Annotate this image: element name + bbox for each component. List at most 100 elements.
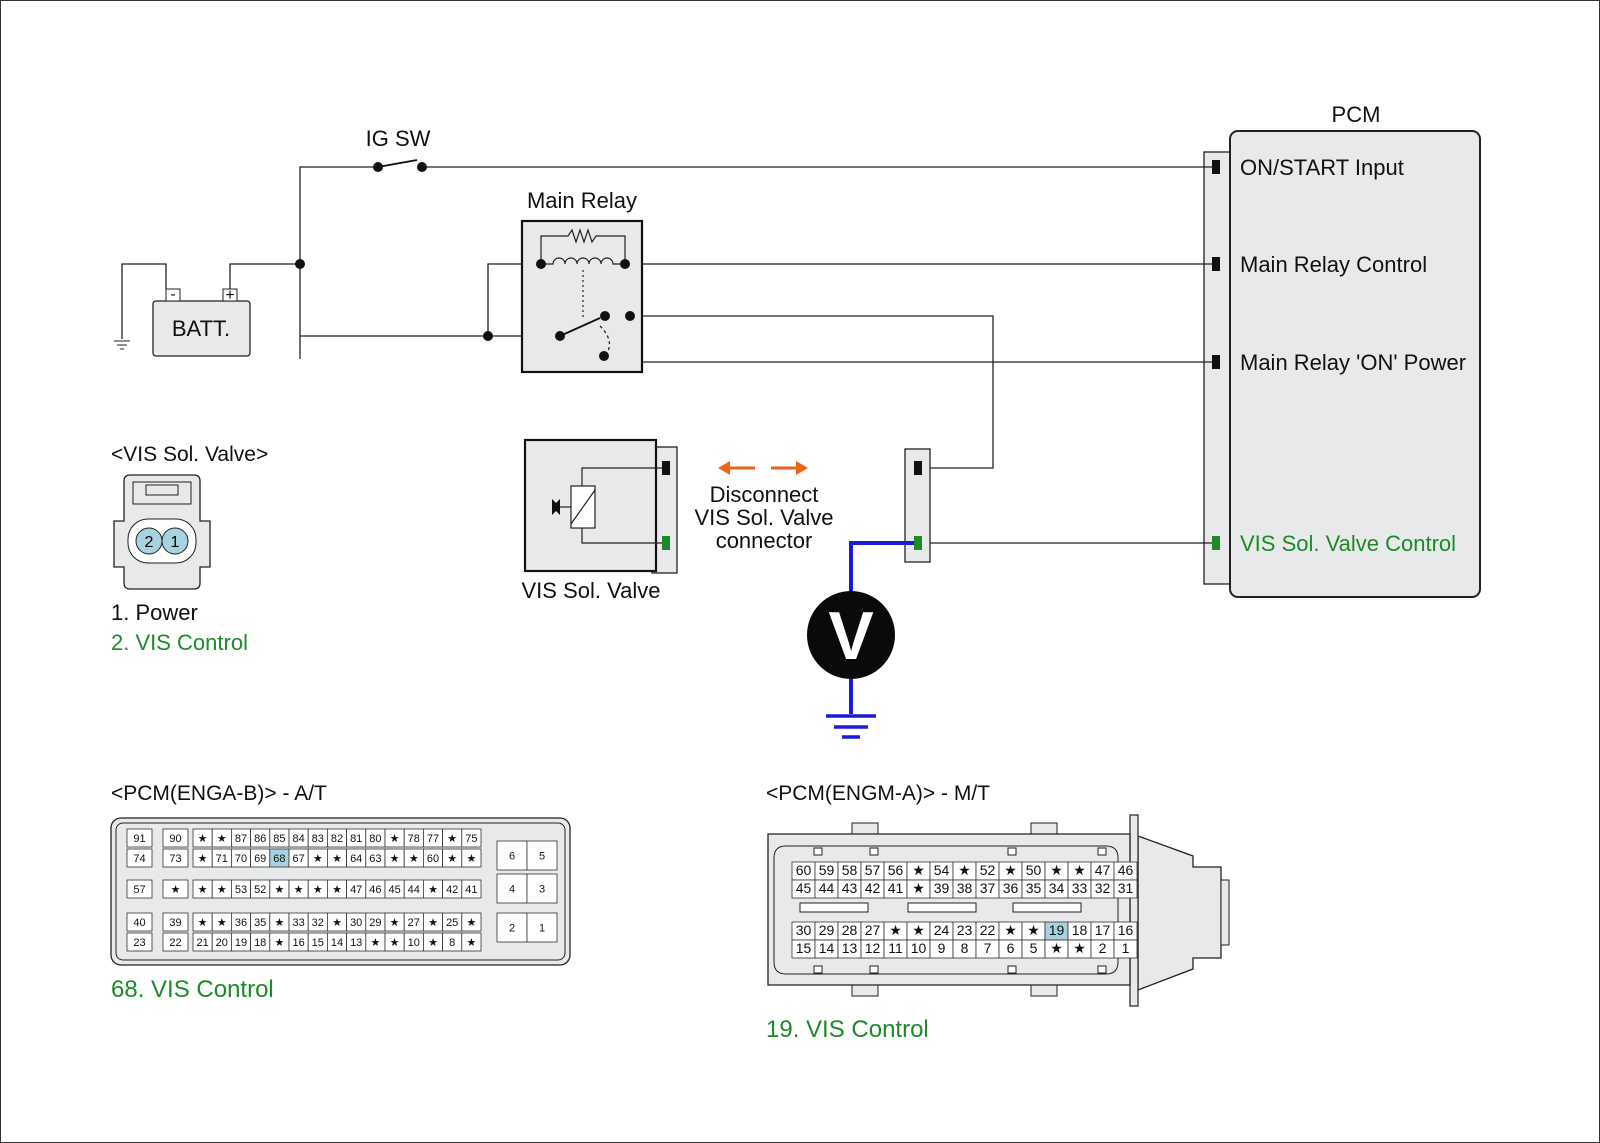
- pin-cell: 64: [346, 848, 367, 868]
- pin-cell: 13: [837, 939, 862, 959]
- pin-cell: 22: [975, 921, 1000, 941]
- pin-cell: ★: [461, 912, 482, 932]
- pin-cell-label: ★: [313, 884, 323, 896]
- pin-cell-box: [126, 932, 153, 952]
- harness-pin-power: [914, 461, 922, 475]
- pin-cell-label: 67: [292, 853, 304, 865]
- pin-cell-label: 81: [350, 833, 362, 845]
- pin-cell-label: ★: [390, 917, 400, 929]
- pin-cell: 52: [250, 879, 271, 899]
- pin-cell-label: 73: [169, 853, 181, 865]
- pin-cell-label: 36: [1003, 880, 1019, 896]
- pin-cell: 6: [998, 939, 1023, 959]
- vis-connector-pin-label: 2: [145, 534, 154, 551]
- pin-cell: 58: [837, 861, 862, 881]
- pin-cell: 30: [791, 921, 816, 941]
- vis-connector-pin-label: 1: [171, 534, 180, 551]
- relay-coil-terminal: [620, 259, 630, 269]
- pin-cell-label: 20: [216, 937, 228, 949]
- pin-cell: 15: [791, 939, 816, 959]
- pin-cell-label: 90: [169, 833, 181, 845]
- pin-cell: ★: [906, 861, 931, 881]
- pin-cell: ★: [384, 932, 405, 952]
- ig-sw-contact: [417, 162, 427, 172]
- pin-cell-label: ★: [466, 917, 476, 929]
- ig-sw-lever: [377, 159, 418, 168]
- pin-cell: 44: [814, 879, 839, 899]
- pin-cell: 39: [929, 879, 954, 899]
- main-relay-label: Main Relay: [527, 188, 637, 213]
- vis-valve-arrow: [552, 499, 560, 515]
- junction-dot: [295, 259, 305, 269]
- pin-cell-box: [526, 873, 558, 904]
- pin-cell: ★: [211, 879, 232, 899]
- engm-a-notch: [813, 847, 823, 856]
- pin-cell: 47: [1090, 861, 1115, 881]
- pin-cell: 3: [526, 873, 558, 904]
- pin-cell: 29: [814, 921, 839, 941]
- pin-cell-label: 28: [842, 922, 858, 938]
- pin-cell: 25: [442, 912, 463, 932]
- pin-cell: 73: [162, 848, 189, 868]
- pin-cell-label: ★: [390, 833, 400, 845]
- pin-cell-label: 60: [796, 862, 812, 878]
- engm-a-notch: [869, 965, 879, 974]
- engm-a-notch: [1007, 847, 1017, 856]
- vis-valve-box: [523, 438, 658, 573]
- pin-cell: 22: [162, 932, 189, 952]
- pcm-box: [1229, 130, 1481, 598]
- pin-cell-label: 14: [331, 937, 343, 949]
- vis-connector-latch: [132, 481, 192, 505]
- pin-cell-label: 47: [1095, 862, 1111, 878]
- pin-cell: ★: [906, 921, 931, 941]
- pin-cell-box: [162, 848, 189, 868]
- pin-cell-label: 50: [1026, 862, 1042, 878]
- pin-cell: 27: [860, 921, 885, 941]
- pin-cell: 18: [1067, 921, 1092, 941]
- pin-cell-label: 40: [133, 917, 145, 929]
- pin-cell: 34: [1044, 879, 1069, 899]
- pin-cell: 52: [975, 861, 1000, 881]
- pin-cell-box: [461, 932, 482, 952]
- pin-cell-label: 52: [980, 862, 996, 878]
- pin-cell-label: 19: [1049, 922, 1065, 938]
- pin-cell-label: 58: [842, 862, 858, 878]
- pin-cell-label: 6: [1007, 940, 1015, 956]
- pin-cell: 57: [126, 879, 153, 899]
- pin-cell: 28: [837, 921, 862, 941]
- pcm-pin-main-relay-control: Main Relay Control: [1240, 252, 1427, 277]
- pin-cell-label: 18: [254, 937, 266, 949]
- pin-cell-label: 25: [446, 917, 458, 929]
- pin-cell-label: 35: [1026, 880, 1042, 896]
- pin-cell: 6: [496, 840, 528, 871]
- pin-cell: ★: [384, 848, 405, 868]
- pin-cell-label: ★: [466, 853, 476, 865]
- pin-cell-label: 1: [539, 923, 545, 935]
- pin-cell-label: 27: [865, 922, 881, 938]
- pin-cell-label: ★: [332, 853, 342, 865]
- pin-cell-label: 46: [1118, 862, 1134, 878]
- pcm-pin-main-relay-on-power: Main Relay 'ON' Power: [1240, 350, 1466, 375]
- pin-cell-label: 2: [1099, 940, 1107, 956]
- pin-cell: 60: [422, 848, 443, 868]
- pin-cell-label: 39: [934, 880, 950, 896]
- engm-a-flange: [1129, 814, 1139, 1007]
- pin-cell-label: ★: [447, 853, 457, 865]
- pin-cell-box: [126, 848, 153, 868]
- pin-cell-label: ★: [447, 833, 457, 845]
- pin-cell-box: [126, 912, 153, 932]
- relay-coil: [541, 257, 625, 265]
- pin-cell: 82: [326, 828, 347, 848]
- pin-cell: 8: [442, 932, 463, 952]
- enga-b-title: <PCM(ENGA-B)> - A/T: [111, 782, 327, 805]
- pin-cell-label: 37: [980, 880, 996, 896]
- engm-a-latch: [851, 822, 879, 836]
- harness-pin-control: [914, 536, 922, 550]
- pcm-pin-marker: [1212, 160, 1220, 174]
- pin-cell: 53: [230, 879, 251, 899]
- pin-cell-label: 69: [254, 853, 266, 865]
- pin-cell: 23: [126, 932, 153, 952]
- pin-cell-label: 85: [273, 833, 285, 845]
